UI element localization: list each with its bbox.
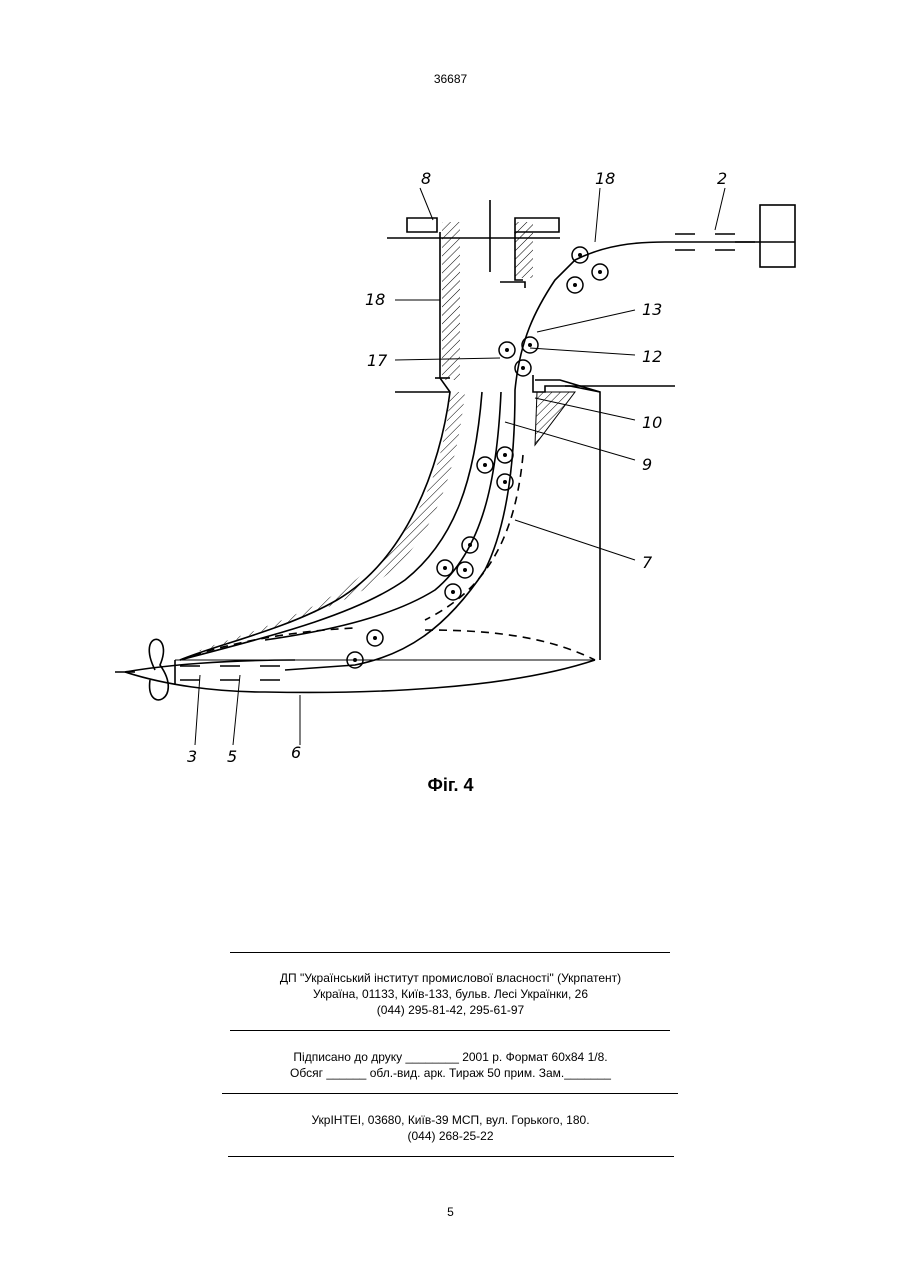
flange <box>407 218 437 232</box>
publisher-block: ДП "Український інститут промислової вла… <box>0 970 901 1018</box>
printer-line: УкрІНТЕІ, 03680, Київ-39 МСП, вул. Горьк… <box>0 1112 901 1128</box>
label-9: 9 <box>642 455 652 474</box>
print-line: Підписано до друку ________ 2001 р. Форм… <box>0 1049 901 1065</box>
channel-inner <box>265 392 501 640</box>
fin-top <box>533 375 600 392</box>
channel-outer <box>180 392 482 660</box>
page-number: 5 <box>0 1205 901 1219</box>
figure-caption: Фіг. 4 <box>0 775 901 796</box>
print-line: Обсяг ______ обл.-вид. арк. Тираж 50 при… <box>0 1065 901 1081</box>
patent-number: 36687 <box>0 72 901 86</box>
printer-line: (044) 268-25-22 <box>0 1128 901 1144</box>
drawing-svg: 8 18 2 18 13 17 12 10 9 7 3 5 6 <box>105 160 800 775</box>
label-10: 10 <box>642 413 662 432</box>
publisher-line: Україна, 01133, Київ-133, бульв. Лесі Ук… <box>0 986 901 1002</box>
technical-drawing: 8 18 2 18 13 17 12 10 9 7 3 5 6 <box>105 160 800 775</box>
label-17: 17 <box>367 351 388 370</box>
divider <box>230 952 670 953</box>
label-8: 8 <box>421 169 431 188</box>
divider <box>228 1156 674 1157</box>
hull-lower <box>125 660 595 692</box>
propeller <box>149 639 168 700</box>
strut-left-wall <box>180 232 450 660</box>
printer-block: УкрІНТЕІ, 03680, Київ-39 МСП, вул. Горьк… <box>0 1112 901 1144</box>
publisher-line: ДП "Український інститут промислової вла… <box>0 970 901 986</box>
print-block: Підписано до друку ________ 2001 р. Форм… <box>0 1049 901 1081</box>
label-5: 5 <box>227 747 237 766</box>
strut-hatched-left <box>442 222 460 380</box>
label-7: 7 <box>642 553 653 572</box>
label-6: 6 <box>291 743 301 762</box>
label-3: 3 <box>187 747 197 766</box>
label-12: 12 <box>642 347 662 366</box>
dashed-guide-left <box>180 628 355 660</box>
curved-hatch <box>195 392 465 652</box>
label-18-left: 18 <box>365 290 385 309</box>
label-2: 2 <box>717 169 727 188</box>
divider <box>222 1093 678 1094</box>
publisher-line: (044) 295-81-42, 295-61-97 <box>0 1002 901 1018</box>
dashed-bottom <box>425 630 595 660</box>
divider <box>230 1030 670 1031</box>
strut-hatched-right <box>515 222 533 278</box>
label-18-top: 18 <box>595 169 615 188</box>
motor-box <box>760 205 795 267</box>
label-13: 13 <box>642 300 662 319</box>
bearing <box>180 666 280 680</box>
